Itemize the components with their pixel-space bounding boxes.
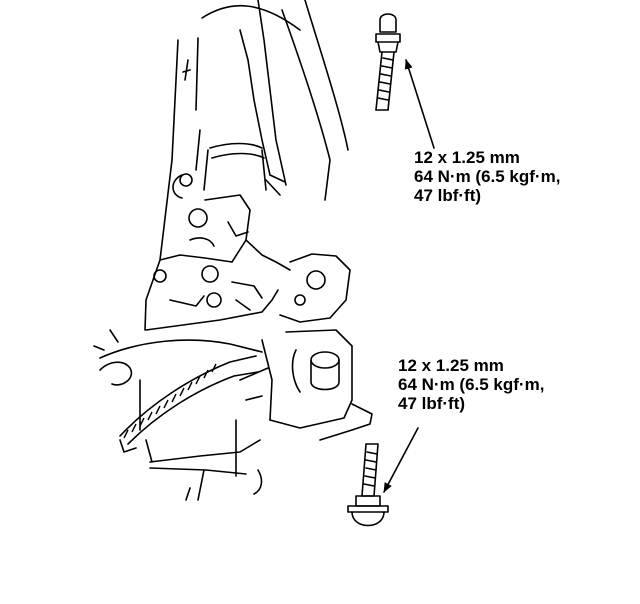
upper-flange-bolt-icon bbox=[375, 13, 401, 111]
flywheel bbox=[93, 329, 263, 453]
upper-bolt-torque-metric: 64 N·m (6.5 kgf·m, bbox=[414, 167, 561, 186]
lower-bolt-torque-imperial: 47 lbf·ft) bbox=[398, 394, 466, 413]
lower-bolt-torque-callout: 12 x 1.25 mm 64 N·m (6.5 kgf·m, 47 lbf·f… bbox=[398, 356, 544, 413]
lower-leader-arrow-icon bbox=[383, 427, 419, 493]
lower-housing bbox=[139, 379, 263, 501]
lower-bolt-size: 12 x 1.25 mm bbox=[398, 356, 504, 375]
ring-gear-teeth bbox=[123, 363, 217, 439]
upper-leader-arrow-icon bbox=[404, 59, 435, 149]
lower-flange-bolt-icon bbox=[347, 443, 389, 527]
engine-mount bbox=[239, 253, 373, 441]
upper-bolt-size: 12 x 1.25 mm bbox=[414, 148, 520, 167]
upper-bolt-torque-callout: 12 x 1.25 mm 64 N·m (6.5 kgf·m, 47 lbf·f… bbox=[414, 148, 560, 205]
frame-rail bbox=[144, 4, 301, 331]
lower-bolt-torque-metric: 64 N·m (6.5 kgf·m, bbox=[398, 375, 545, 394]
upper-bolt-torque-imperial: 47 lbf·ft) bbox=[414, 186, 482, 205]
strut-hose bbox=[203, 0, 349, 201]
transmission-housing bbox=[145, 194, 291, 331]
